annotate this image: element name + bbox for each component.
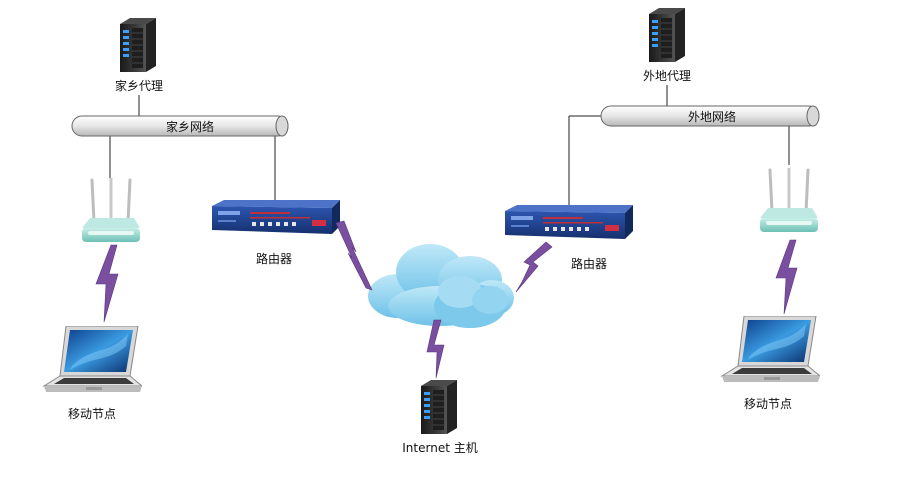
foreign-mobile-node-label: 移动节点 — [744, 397, 792, 411]
home-router-label: 路由器 — [256, 251, 292, 266]
cloud-icon — [368, 244, 514, 328]
home-mobile-node-label: 移动节点 — [68, 407, 116, 421]
internet-cloud — [368, 244, 514, 328]
foreign-agent-server: 外地代理 — [643, 8, 691, 83]
foreign-router-label: 路由器 — [571, 256, 607, 271]
router-icon — [212, 200, 340, 234]
lightning-link-icon — [95, 244, 119, 323]
wireless-router-icon — [80, 178, 142, 244]
foreign-network-label: 外地网络 — [688, 109, 736, 124]
laptop-icon — [721, 316, 820, 383]
server-icon — [119, 18, 157, 72]
wireless-router-icon — [758, 168, 820, 234]
server-icon — [420, 380, 458, 434]
foreign-wireless-ap — [758, 168, 820, 234]
router-icon — [505, 205, 633, 239]
foreign-agent-label: 外地代理 — [643, 69, 691, 83]
home-mobile-node: 移动节点 — [43, 326, 142, 421]
wireless-links — [95, 220, 798, 379]
internet-host-label: Internet 主机 — [402, 441, 477, 455]
foreign-router: 路由器 — [505, 205, 633, 271]
home-router: 路由器 — [212, 200, 340, 266]
home-agent-server: 家乡代理 — [115, 18, 163, 93]
lightning-link-icon — [335, 220, 373, 291]
home-wireless-ap — [80, 178, 142, 244]
home-agent-label: 家乡代理 — [115, 78, 163, 93]
laptop-icon — [43, 326, 142, 393]
lightning-link-icon — [775, 239, 798, 315]
server-icon — [648, 8, 686, 62]
home-network-label: 家乡网络 — [166, 119, 214, 134]
foreign-network-bus: 外地网络 — [600, 105, 820, 127]
lightning-link-icon — [515, 241, 553, 293]
foreign-mobile-node: 移动节点 — [721, 316, 820, 411]
home-network-bus: 家乡网络 — [71, 115, 289, 137]
internet-host-server: Internet 主机 — [402, 380, 478, 455]
lightning-link-icon — [426, 319, 445, 379]
